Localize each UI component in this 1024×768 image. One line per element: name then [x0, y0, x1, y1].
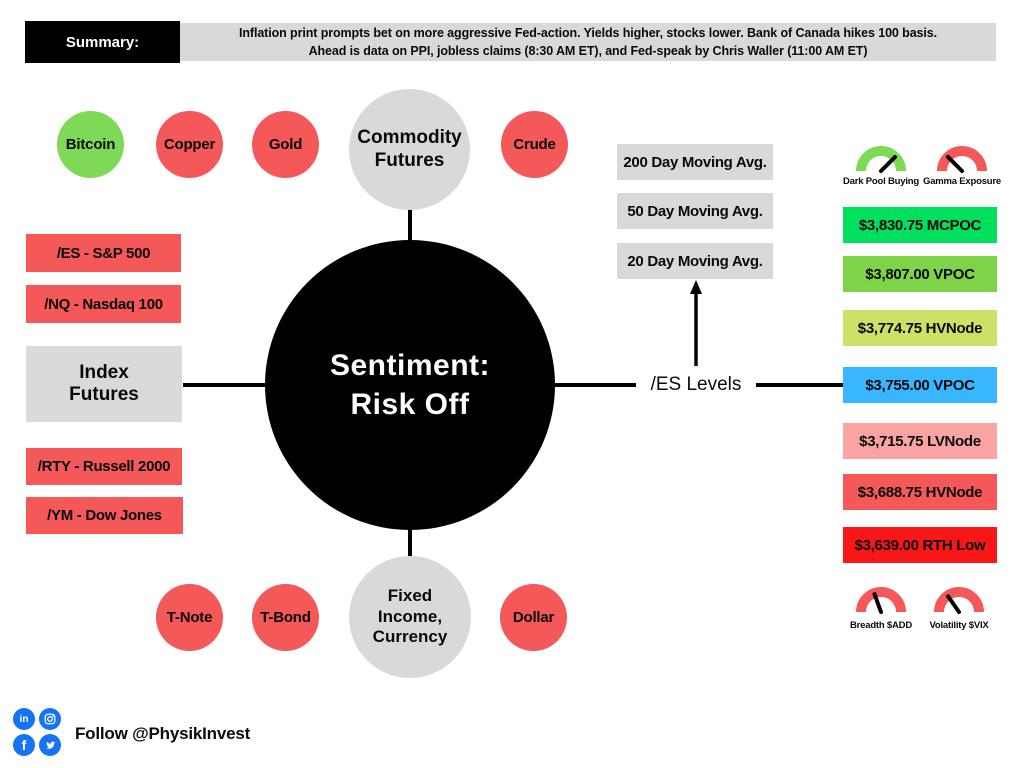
level-hvnode-low: $3,688.75 HVNode	[843, 474, 997, 510]
sentiment-circle: Sentiment: Risk Off	[265, 240, 555, 530]
sentiment-line2: Risk Off	[350, 388, 470, 421]
node-rty-russell: /RTY - Russell 2000	[26, 448, 182, 485]
sentiment-line1: Sentiment:	[329, 349, 490, 382]
node-tbond: T-Bond	[252, 584, 319, 651]
node-ym-dow: /YM - Dow Jones	[26, 497, 183, 534]
facebook-icon[interactable]: f	[13, 734, 35, 756]
hub-index-line1: Index	[79, 361, 129, 383]
hub-fixed-income: Fixed Income, Currency	[349, 556, 471, 678]
node-bitcoin: Bitcoin	[57, 111, 124, 178]
summary-line-1: Inflation print prompts bet on more aggr…	[238, 25, 937, 40]
arrow-to-20day	[690, 280, 702, 366]
summary-line-2: Ahead is data on PPI, jobless claims (8:…	[308, 44, 868, 58]
hub-fixed-line3: Currency	[372, 627, 448, 647]
box-50day-ma: 50 Day Moving Avg.	[617, 193, 773, 229]
box-200day-ma: 200 Day Moving Avg.	[617, 144, 773, 180]
es-levels-title: /ES Levels	[650, 374, 742, 395]
level-lvnode: $3,715.75 LVNode	[843, 423, 997, 459]
hub-fixed-line2: Income,	[377, 606, 443, 626]
hub-commodity-line1: Commodity	[357, 127, 462, 149]
dark-pool-buying-gauge-icon	[856, 146, 906, 173]
gamma-exposure-label: Gamma Exposure	[923, 176, 1001, 187]
level-hvnode-high: $3,774.75 HVNode	[843, 310, 997, 346]
twitter-icon[interactable]	[39, 734, 61, 756]
level-rth-low: $3,639.00 RTH Low	[843, 527, 997, 563]
node-tnote: T-Note	[156, 584, 223, 651]
breadth-add-gauge-icon	[856, 587, 906, 614]
follow-handle-text: Follow @PhysikInvest	[75, 724, 251, 743]
hub-index-futures: Index Futures	[26, 346, 182, 422]
level-vpoc-mid: $3,755.00 VPOC	[843, 367, 997, 403]
node-gold: Gold	[252, 111, 319, 178]
level-mcpoc: $3,830.75 MCPOC	[843, 207, 997, 243]
hub-commodity-futures: Commodity Futures	[349, 89, 470, 210]
hub-commodity-line2: Futures	[374, 149, 445, 171]
breadth-add-label: Breadth $ADD	[850, 620, 912, 631]
hub-index-line2: Futures	[69, 384, 139, 405]
node-crude: Crude	[501, 111, 568, 178]
level-vpoc-high: $3,807.00 VPOC	[843, 256, 997, 292]
linkedin-icon[interactable]: in	[13, 708, 35, 730]
volatility-vix-label: Volatility $VIX	[929, 620, 989, 631]
node-nq-nasdaq: /NQ - Nasdaq 100	[26, 285, 181, 323]
box-20day-ma: 20 Day Moving Avg.	[617, 243, 773, 279]
node-dollar: Dollar	[500, 584, 567, 651]
dark-pool-buying-label: Dark Pool Buying	[843, 176, 919, 187]
node-copper: Copper	[156, 111, 223, 178]
instagram-icon[interactable]	[39, 708, 61, 730]
gamma-exposure-gauge-icon	[937, 146, 987, 173]
node-es-sp500: /ES - S&P 500	[26, 234, 181, 272]
summary-banner: Inflation print prompts bet on more aggr…	[180, 23, 996, 61]
volatility-vix-gauge-icon	[934, 587, 984, 614]
hub-fixed-line1: Fixed	[387, 585, 433, 605]
summary-label: Summary:	[25, 21, 180, 63]
